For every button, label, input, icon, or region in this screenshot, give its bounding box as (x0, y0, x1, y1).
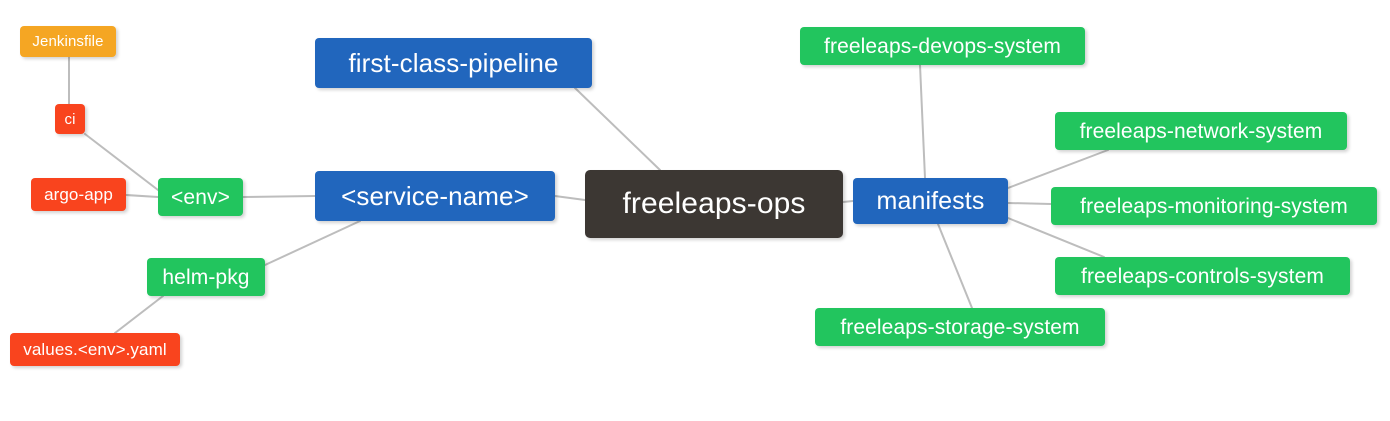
edge-service-name-to-helm-pkg (264, 220, 361, 266)
edge-service-name-to-env (242, 195, 316, 198)
edge-freeleaps-ops-to-service-name (554, 195, 586, 201)
node-ci[interactable]: ci (55, 104, 85, 134)
node-freeleaps-ops[interactable]: freeleaps-ops (585, 170, 843, 238)
node-service-name[interactable]: <service-name> (315, 171, 555, 221)
edge-manifests-to-freeleaps-network-system (1007, 149, 1109, 189)
node-first-class-pipeline[interactable]: first-class-pipeline (315, 38, 592, 88)
edge-helm-pkg-to-values-env-yaml (114, 295, 164, 334)
node-freeleaps-monitoring-system[interactable]: freeleaps-monitoring-system (1051, 187, 1377, 225)
node-env[interactable]: <env> (158, 178, 243, 216)
node-freeleaps-controls-system[interactable]: freeleaps-controls-system (1055, 257, 1350, 295)
edge-env-to-argo-app (125, 194, 159, 198)
node-freeleaps-storage-system[interactable]: freeleaps-storage-system (815, 308, 1105, 346)
edge-manifests-to-freeleaps-storage-system (937, 223, 973, 309)
node-helm-pkg[interactable]: helm-pkg (147, 258, 265, 296)
edge-freeleaps-ops-to-manifests (842, 200, 854, 203)
edge-manifests-to-freeleaps-devops-system (919, 64, 926, 179)
node-argo-app[interactable]: argo-app (31, 178, 126, 211)
node-freeleaps-devops-system[interactable]: freeleaps-devops-system (800, 27, 1085, 65)
edge-freeleaps-ops-to-first-class-pipeline (574, 87, 661, 171)
node-manifests[interactable]: manifests (853, 178, 1008, 224)
node-jenkinsfile[interactable]: Jenkinsfile (20, 26, 116, 57)
node-values-env-yaml[interactable]: values.<env>.yaml (10, 333, 180, 366)
node-freeleaps-network-system[interactable]: freeleaps-network-system (1055, 112, 1347, 150)
edge-manifests-to-freeleaps-monitoring-system (1007, 202, 1052, 205)
